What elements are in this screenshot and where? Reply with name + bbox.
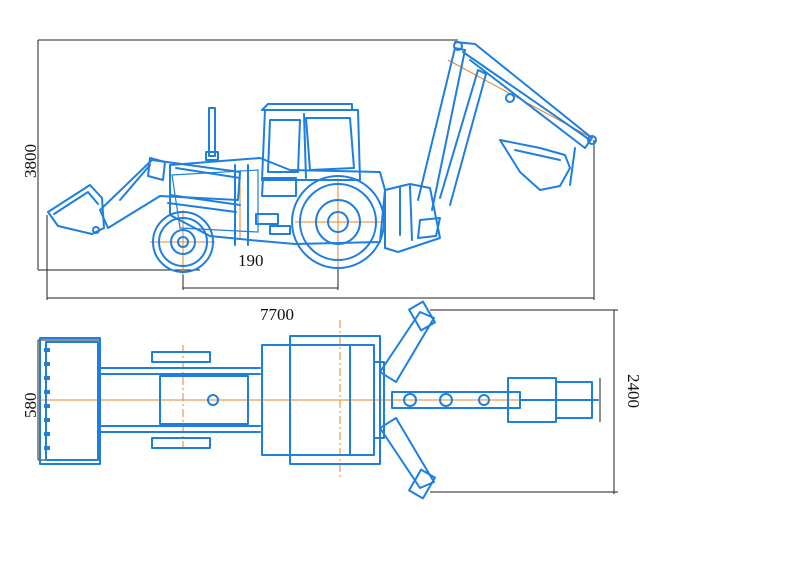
body	[169, 107, 386, 246]
top-dimension-lines	[37, 309, 618, 494]
length-dimension-label: 7700	[260, 305, 294, 324]
top-boom	[391, 377, 599, 423]
top-bucket	[39, 337, 101, 465]
front-loader	[47, 157, 241, 235]
side-dimension-lines	[37, 39, 595, 300]
front-wheel	[152, 211, 214, 273]
cab	[261, 103, 361, 197]
height-dimension-label: 3800	[21, 144, 40, 178]
bucket-width-dimension-label: 580	[21, 393, 40, 419]
top-body	[261, 335, 385, 465]
outrigger-width-dimension-label: 2400	[624, 374, 643, 408]
wheel-offset-dimension-label: 190	[238, 251, 264, 270]
top-view: 580 2400	[21, 300, 643, 500]
side-view: 3800 190 7700	[21, 39, 597, 324]
outriggers	[379, 300, 436, 500]
backhoe-arm	[384, 41, 597, 253]
